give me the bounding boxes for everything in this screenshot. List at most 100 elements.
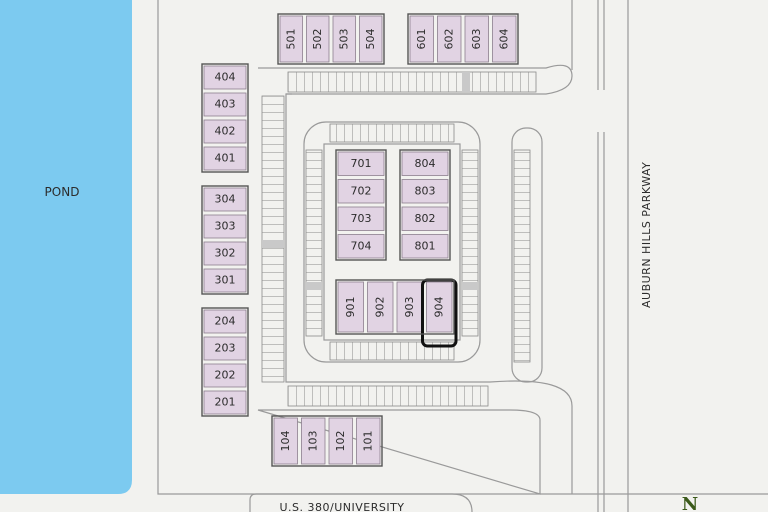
unit-label-301: 301 bbox=[215, 274, 236, 287]
unit-604[interactable] bbox=[492, 15, 517, 63]
unit-702[interactable] bbox=[337, 179, 385, 204]
building-outline-300 bbox=[201, 185, 249, 295]
unit-903[interactable] bbox=[396, 281, 423, 333]
inner-drive bbox=[303, 121, 481, 363]
unit-label-401: 401 bbox=[215, 152, 236, 165]
unit-label-602: 602 bbox=[442, 29, 455, 50]
pond-label: POND bbox=[45, 185, 80, 199]
unit-label-302: 302 bbox=[215, 247, 236, 260]
building-400: 404 403 402 401 bbox=[201, 63, 249, 173]
unit-label-103: 103 bbox=[306, 431, 319, 452]
unit-804[interactable] bbox=[401, 151, 449, 176]
building-outline-900 bbox=[335, 279, 455, 335]
parking-right bbox=[513, 149, 531, 363]
unit-label-104: 104 bbox=[279, 431, 292, 452]
unit-303[interactable] bbox=[203, 214, 247, 239]
unit-403[interactable] bbox=[203, 92, 247, 117]
building-outline-600 bbox=[407, 13, 519, 65]
parking-top bbox=[287, 71, 537, 93]
unit-label-501: 501 bbox=[284, 29, 297, 50]
unit-304[interactable] bbox=[203, 187, 247, 212]
parking-left bbox=[261, 95, 285, 383]
bottom-road-edge bbox=[249, 493, 473, 512]
unit-601[interactable] bbox=[409, 15, 434, 63]
unit-label-702: 702 bbox=[351, 184, 372, 197]
unit-801[interactable] bbox=[401, 234, 449, 259]
unit-label-901: 901 bbox=[344, 297, 357, 318]
unit-201[interactable] bbox=[203, 390, 247, 415]
parking-bottom bbox=[287, 385, 489, 407]
parkway-label: AUBURN HILLS PARKWAY bbox=[640, 162, 653, 308]
unit-401[interactable] bbox=[203, 146, 247, 171]
unit-101[interactable] bbox=[356, 417, 381, 465]
unit-label-804: 804 bbox=[415, 157, 436, 170]
unit-label-403: 403 bbox=[215, 98, 236, 111]
unit-902[interactable] bbox=[367, 281, 394, 333]
parking-inner-top bbox=[329, 123, 455, 143]
unit-504[interactable] bbox=[359, 15, 383, 63]
unit-label-303: 303 bbox=[215, 220, 236, 233]
building-900: 901 902 903 904 bbox=[335, 278, 458, 348]
unit-label-504: 504 bbox=[364, 29, 377, 50]
unit-302[interactable] bbox=[203, 241, 247, 266]
unit-label-603: 603 bbox=[470, 29, 483, 50]
building-500: 501 502 503 504 bbox=[277, 13, 385, 65]
unit-203[interactable] bbox=[203, 336, 247, 361]
unit-904[interactable] bbox=[426, 281, 453, 333]
unit-label-202: 202 bbox=[215, 369, 236, 382]
building-outline-400 bbox=[201, 63, 249, 173]
unit-label-801: 801 bbox=[415, 239, 436, 252]
unit-label-601: 601 bbox=[415, 29, 428, 50]
unit-label-802: 802 bbox=[415, 212, 436, 225]
unit-501[interactable] bbox=[279, 15, 303, 63]
unit-204[interactable] bbox=[203, 309, 247, 334]
unit-label-402: 402 bbox=[215, 125, 236, 138]
unit-602[interactable] bbox=[437, 15, 462, 63]
unit-803[interactable] bbox=[401, 179, 449, 204]
unit-104[interactable] bbox=[273, 417, 298, 465]
unit-label-101: 101 bbox=[361, 431, 374, 452]
unit-301[interactable] bbox=[203, 268, 247, 293]
unit-503[interactable] bbox=[332, 15, 356, 63]
outer-drive-outer bbox=[257, 64, 573, 495]
unit-label-904: 904 bbox=[432, 297, 445, 318]
parking-inner-bottom bbox=[329, 341, 455, 361]
unit-802[interactable] bbox=[401, 206, 449, 231]
north-label: N bbox=[682, 494, 698, 512]
unit-102[interactable] bbox=[328, 417, 353, 465]
unit-label-502: 502 bbox=[311, 29, 324, 50]
building-outline-200 bbox=[201, 307, 249, 417]
unit-502[interactable] bbox=[306, 15, 330, 63]
crosswalk-inner-right bbox=[462, 282, 478, 290]
building-outline-700 bbox=[335, 149, 387, 261]
unit-label-704: 704 bbox=[351, 239, 372, 252]
unit-701[interactable] bbox=[337, 151, 385, 176]
bottom-road-label: U.S. 380/UNIVERSITY bbox=[279, 501, 404, 512]
unit-402[interactable] bbox=[203, 119, 247, 144]
unit-label-102: 102 bbox=[334, 431, 347, 452]
unit-901[interactable] bbox=[337, 281, 364, 333]
unit-103[interactable] bbox=[301, 417, 326, 465]
unit-603[interactable] bbox=[464, 15, 489, 63]
unit-202[interactable] bbox=[203, 363, 247, 388]
unit-label-902: 902 bbox=[373, 297, 386, 318]
unit-label-404: 404 bbox=[215, 71, 236, 84]
unit-704[interactable] bbox=[337, 234, 385, 259]
unit-703[interactable] bbox=[337, 206, 385, 231]
unit-label-503: 503 bbox=[337, 29, 350, 50]
unit-label-903: 903 bbox=[403, 297, 416, 318]
parking-inner-left bbox=[305, 149, 323, 337]
pond bbox=[0, 0, 132, 494]
property-boundary bbox=[157, 0, 768, 495]
building-outline-100 bbox=[271, 415, 383, 467]
inner-island bbox=[323, 143, 461, 341]
crosswalk-left bbox=[262, 240, 284, 248]
unit-404[interactable] bbox=[203, 65, 247, 90]
parking-inner-right bbox=[461, 149, 479, 337]
unit-label-701: 701 bbox=[351, 157, 372, 170]
